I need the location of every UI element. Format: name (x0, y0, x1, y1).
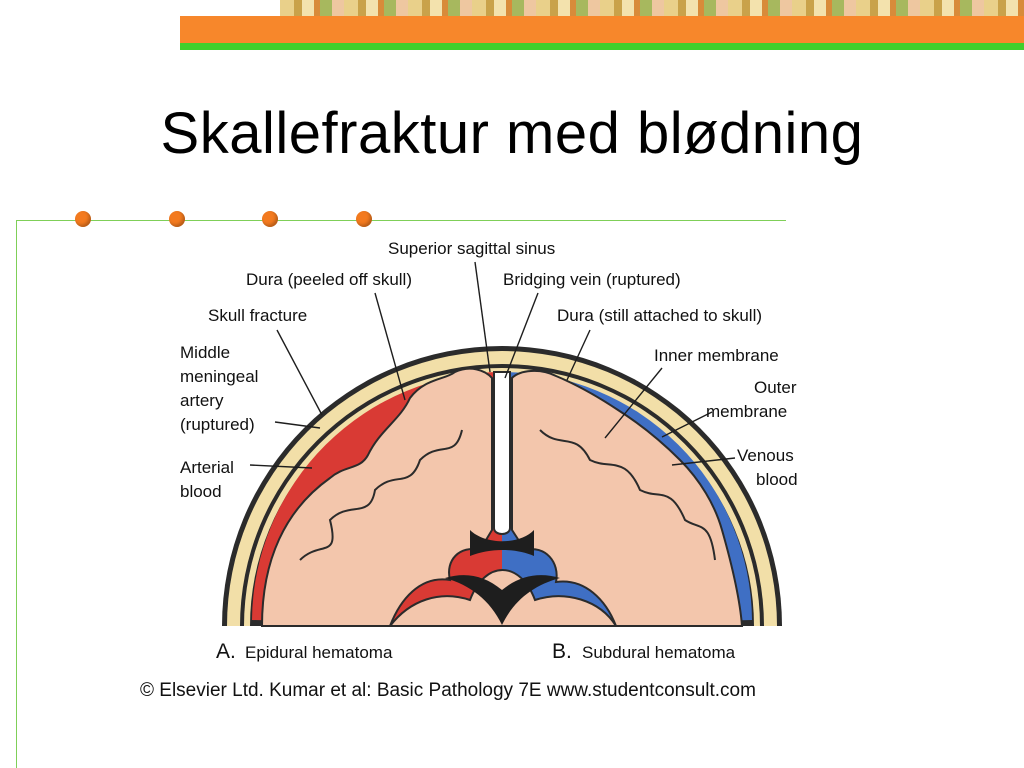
panel-a-letter: A. (216, 640, 236, 663)
panel-a-caption: Epidural hematoma (245, 643, 393, 662)
label-inner-membrane: Inner membrane (654, 346, 779, 365)
label-dura-peeled: Dura (peeled off skull) (246, 270, 412, 289)
label-middle-meningeal-1: Middle (180, 343, 230, 362)
label-arterial-blood-1: Arterial (180, 458, 234, 477)
label-middle-meningeal-3: artery (180, 391, 224, 410)
label-skull-fracture: Skull fracture (208, 306, 307, 325)
bullet-dot (75, 211, 91, 227)
label-bridging-vein: Bridging vein (ruptured) (503, 270, 681, 289)
frame-left-line (16, 220, 17, 768)
label-middle-meningeal-2: meningeal (180, 367, 258, 386)
panel-b-letter: B. (552, 640, 572, 663)
brain-left-hemisphere (260, 367, 493, 627)
banner-floral-strip (280, 0, 1024, 16)
figure-credit: © Elsevier Ltd. Kumar et al: Basic Patho… (140, 680, 756, 701)
label-middle-meningeal-4: (ruptured) (180, 415, 255, 434)
frame-top-line (16, 220, 786, 221)
top-banner (180, 0, 1024, 52)
label-dura-attached: Dura (still attached to skull) (557, 306, 762, 325)
label-outer-membrane-2: membrane (706, 402, 787, 421)
bullet-dot (169, 211, 185, 227)
bullet-dot (356, 211, 372, 227)
panel-b-caption: Subdural hematoma (582, 643, 736, 662)
leader-lines (249, 261, 736, 469)
gyri-left (299, 429, 463, 561)
label-venous-blood-2: blood (756, 470, 798, 489)
slide-title: Skallefraktur med blødning (160, 101, 864, 166)
banner-green-line (180, 43, 1024, 50)
label-superior-sagittal-sinus: Superior sagittal sinus (388, 239, 555, 258)
gyri-right (539, 429, 716, 561)
bullet-dot (262, 211, 278, 227)
brain-right-hemisphere (511, 370, 744, 627)
label-venous-blood-1: Venous (737, 446, 794, 465)
banner-orange-bar (180, 16, 1024, 43)
label-arterial-blood-2: blood (180, 482, 222, 501)
falx-cerebri (493, 371, 511, 535)
label-outer-membrane-1: Outer (754, 378, 797, 397)
ventricle (445, 575, 560, 625)
sinus-black (470, 530, 534, 556)
